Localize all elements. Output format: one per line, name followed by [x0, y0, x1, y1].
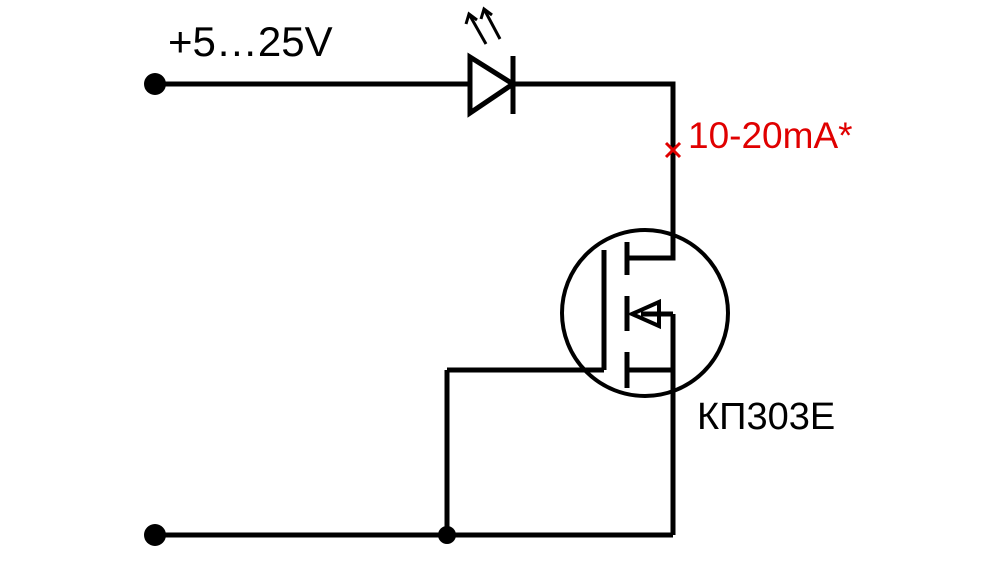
junction-dot: [438, 526, 456, 544]
ground-terminal: [144, 524, 166, 546]
light-emission-icon: [464, 6, 502, 45]
gate-wire: [444, 367, 604, 535]
supply-terminal: [144, 73, 166, 95]
supply-voltage-label: +5…25V: [168, 18, 333, 65]
jfet-icon: [560, 228, 730, 398]
current-annotation: 10-20mA*: [688, 115, 853, 156]
led-icon: [464, 6, 518, 118]
top-wire: [152, 81, 676, 261]
transistor-part-label: КП303Е: [697, 396, 835, 438]
current-mark-icon: [664, 141, 682, 159]
